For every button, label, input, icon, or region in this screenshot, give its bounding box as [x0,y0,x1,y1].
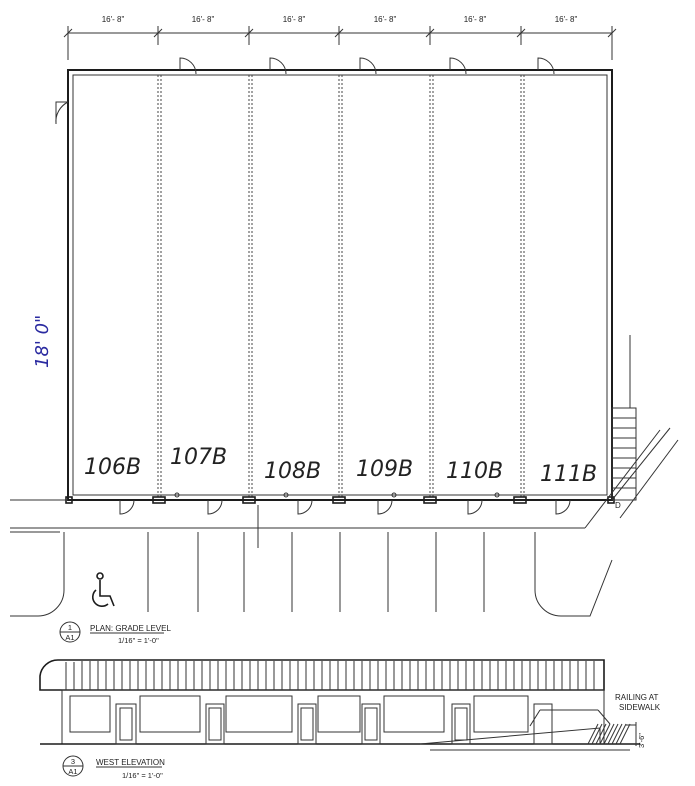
depth-note: 18' 0" [32,315,53,368]
plan-title: PLAN: GRADE LEVEL [90,624,171,633]
bay-dimension-3: 16'- 8" [283,15,306,24]
rear-doors [179,57,555,75]
rear-door-icon [449,57,467,75]
elevation-title: WEST ELEVATION [96,758,165,767]
railing-height-note: 3'-6" [637,733,646,748]
elevation-title-block: 3 A1 WEST ELEVATION 1/16" = 1'-0" [62,755,165,780]
west-door-icon [55,101,69,125]
canopy-ribs [65,661,595,690]
unit-label-111b: 111B [540,462,597,487]
stair-label: D [615,501,621,510]
plan-title-block: 1 A1 PLAN: GRADE LEVEL 1/16" = 1'-0" [59,621,171,645]
rear-door-icon [359,57,377,75]
rear-door-icon [269,57,287,75]
bay-dimension-2: 16'- 8" [192,15,215,24]
unit-label-108b: 108B [264,459,321,484]
plan-detail-number: 1 [68,623,72,632]
west-elevation: 3'-6" RAILING AT SIDEWALK [39,659,661,751]
plan-sheet-number: A1 [65,633,74,642]
elevation-doors [115,703,553,745]
rear-door-icon [537,57,555,75]
unit-label-109b: 109B [356,457,413,482]
front-doors [119,492,571,515]
elevation-windows [69,695,529,733]
unit-label-106b: 106B [84,455,141,480]
elevation-sheet-number: A1 [68,767,77,776]
building-outline [55,69,613,501]
rear-door-icon [179,57,197,75]
unit-label-110b: 110B [446,459,503,484]
bay-dimension-6: 16'- 8" [555,15,578,24]
elevation-scale: 1/16" = 1'-0" [122,771,163,780]
bay-dimension-4: 16'- 8" [374,15,397,24]
top-dimension-string: 16'- 8" 16'- 8" 16'- 8" 16'- 8" 16'- 8" … [63,15,617,60]
plan-scale: 1/16" = 1'-0" [118,636,159,645]
bay-dimension-1: 16'- 8" [102,15,125,24]
railing-note-line2: SIDEWALK [619,703,661,712]
elevation-detail-number: 3 [71,757,75,766]
sidewalk-and-parking [10,427,679,617]
railing-note-line1: RAILING AT [615,693,659,702]
railing-hatch [587,723,636,745]
east-stairs [611,335,637,501]
accessible-parking-icon [92,572,115,607]
bay-dimension-5: 16'- 8" [464,15,487,24]
unit-label-107b: 107B [170,445,227,470]
